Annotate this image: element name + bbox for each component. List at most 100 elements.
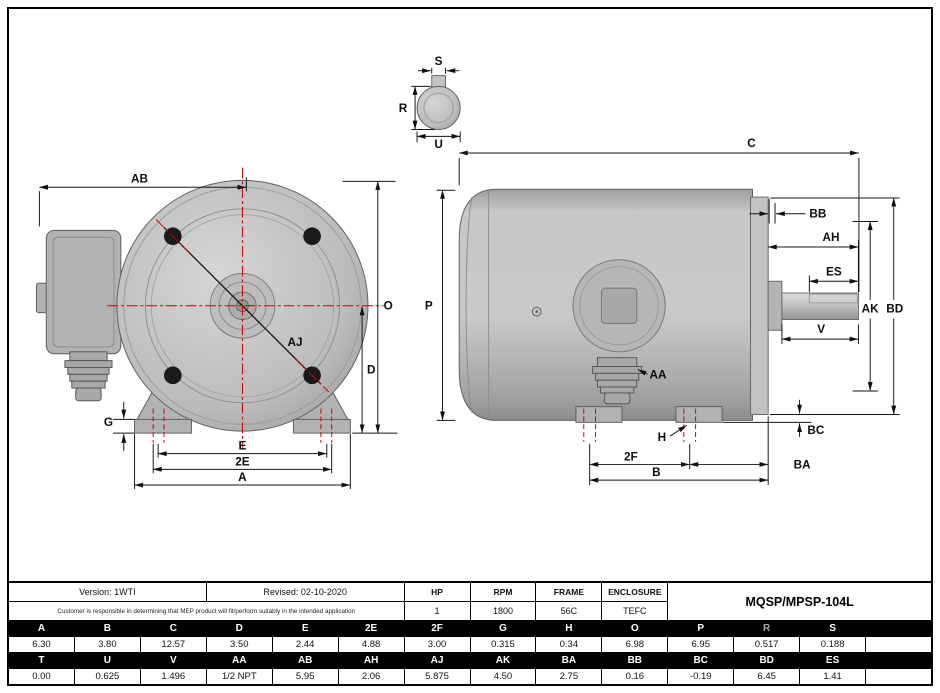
spec-value-cell: 3.50	[206, 637, 272, 652]
dim-label-2e: 2E	[235, 455, 250, 468]
spec-value-cell: 0.315	[470, 637, 536, 652]
version-cell: Version: 1WTI	[9, 583, 206, 601]
dim-a: A	[134, 434, 351, 489]
dim-2f: 2F	[589, 443, 691, 486]
spec-value-cell: 0.16	[602, 669, 668, 684]
c-face-flange	[750, 196, 769, 415]
dim-label-o: O	[384, 300, 393, 313]
spec-header-cell: AB	[272, 653, 338, 668]
spec-header-cell	[866, 621, 931, 636]
bolt-hole	[303, 227, 321, 246]
spec-value-cell: 6.95	[668, 637, 734, 652]
dim-aj: AJ	[288, 336, 303, 349]
conduit-fitting-side	[592, 357, 643, 405]
spec-value-cell: 0.625	[74, 669, 140, 684]
spec-header-cell: BD	[734, 653, 800, 668]
dim-p: P	[425, 189, 456, 421]
dim-label-r: R	[399, 102, 408, 115]
dim-r: R	[399, 85, 435, 130]
dim-u: U	[416, 131, 461, 151]
dim-label-es: ES	[826, 265, 842, 278]
spec-value-cell: 0.517	[734, 637, 800, 652]
spec-value-cell	[866, 669, 931, 684]
dim-bc: BC	[723, 399, 825, 437]
dim-s: S	[418, 55, 460, 74]
spec-value-cell: 3.00	[404, 637, 470, 652]
dim-ba: BA	[689, 416, 811, 486]
spec-value-cell: 0.34	[536, 637, 602, 652]
dim-label-p: P	[425, 300, 433, 313]
dim-label-bd: BD	[886, 303, 903, 316]
spec-row2-headers: T U V AA AB AH AJ AK BA BB BC BD ES	[9, 653, 931, 668]
dim-label-2f: 2F	[624, 451, 638, 464]
dim-es: ES	[808, 265, 859, 293]
shaft-keyway	[808, 293, 858, 304]
dim-label-ab: AB	[131, 172, 148, 185]
spec-header-cell: O	[602, 621, 668, 636]
access-plug	[600, 287, 638, 324]
foot-plate-right	[292, 418, 351, 434]
side-foot-right	[675, 406, 723, 423]
foot-plate-left	[134, 418, 192, 434]
spec-value-cell: 2.44	[272, 637, 338, 652]
spec-header-cell: AA	[206, 653, 272, 668]
spec-value-cell: 3.80	[74, 637, 140, 652]
spec-value-cell: 1.41	[800, 669, 866, 684]
dim-label-aa: AA	[649, 368, 666, 381]
spec-value-cell: 6.98	[602, 637, 668, 652]
spec-value-cell: 2.06	[338, 669, 404, 684]
motor-front-view	[35, 167, 384, 448]
dim-o: O	[342, 180, 398, 434]
spec-header-cell: BA	[536, 653, 602, 668]
dim-label-h: H	[658, 431, 667, 444]
dim-label-s: S	[435, 55, 443, 68]
conduit-fitting-front	[64, 351, 113, 402]
spec-value-cell: 1.496	[140, 669, 206, 684]
spec-row2-values: 0.00 0.625 1.496 1/2 NPT 5.95 2.06 5.875…	[9, 669, 931, 684]
spec-header-cell: T	[9, 653, 74, 668]
dim-bd: BD	[770, 197, 903, 415]
spec-header-cell: S	[800, 621, 866, 636]
spec-value-cell: 4.88	[338, 637, 404, 652]
dim-bb: BB	[749, 199, 826, 224]
spec-header-cell: E	[272, 621, 338, 636]
spec-value-cell: 6.45	[734, 669, 800, 684]
frame-value: 56C	[536, 602, 602, 620]
side-foot-left	[575, 406, 623, 423]
spec-header-cell: D	[206, 621, 272, 636]
dim-label-a: A	[238, 471, 247, 484]
spec-value-cell: 1/2 NPT	[206, 669, 272, 684]
bolt-hole	[163, 366, 182, 385]
spec-header-cell: AK	[470, 653, 536, 668]
enclosure-label: ENCLOSURE	[602, 583, 668, 601]
spec-header-cell: ES	[800, 653, 866, 668]
spec-header-cell: C	[140, 621, 206, 636]
engineering-drawing: AB O D G AJ	[35, 55, 903, 489]
spec-header-cell: H	[536, 621, 602, 636]
spec-row1-values: 6.30 3.80 12.57 3.50 2.44 4.88 3.00 0.31…	[9, 637, 931, 652]
spec-header-cell: AJ	[404, 653, 470, 668]
spec-header-cell: R	[734, 621, 800, 636]
dim-label-bb: BB	[809, 208, 826, 221]
title-block-header: Version: 1WTI Revised: 02-10-2020 HP RPM…	[9, 583, 931, 620]
frame-label: FRAME	[536, 583, 602, 601]
dim-label-d: D	[367, 363, 376, 376]
shaft-end-ring	[423, 92, 454, 124]
spec-header-cell: AH	[338, 653, 404, 668]
spec-header-cell: A	[9, 621, 74, 636]
shaft-end-view	[416, 75, 461, 130]
spec-header-cell: B	[74, 621, 140, 636]
dim-label-ak: AK	[862, 303, 879, 316]
dim-label-aj: AJ	[288, 336, 303, 349]
dim-d: D	[359, 306, 376, 434]
dim-label-u: U	[434, 138, 443, 151]
fan-cover-curve	[465, 196, 473, 413]
disclaimer: Customer is responsible in determining t…	[9, 602, 404, 620]
conduit-box-lid	[52, 236, 115, 348]
dim-v: V	[781, 323, 859, 344]
dim-label-bc: BC	[807, 424, 824, 437]
enclosure-value: TEFC	[602, 602, 668, 620]
shaft-boss	[767, 280, 783, 331]
access-cover-ring	[579, 266, 659, 346]
